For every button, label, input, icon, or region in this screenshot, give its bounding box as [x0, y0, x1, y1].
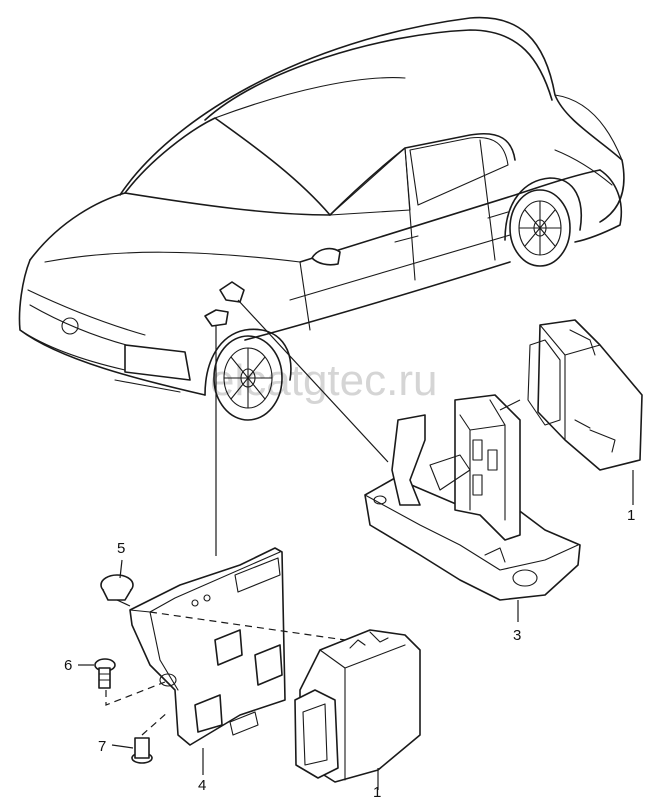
callout-3: 3 [513, 627, 521, 644]
callout-1-bottom: 1 [373, 784, 381, 800]
screw-part-6 [94, 658, 116, 689]
leader-5b [116, 599, 131, 607]
callout-1-top: 1 [627, 507, 635, 524]
clip-part-5 [100, 574, 134, 601]
callout-6: 6 [64, 657, 72, 674]
watermark: elcatgtec.ru [210, 356, 437, 405]
callout-4: 4 [198, 777, 206, 794]
callout-5: 5 [117, 540, 125, 557]
leader-bracket-to-module [499, 399, 521, 411]
alignment-line [149, 611, 381, 646]
control-module-top [527, 319, 643, 471]
vehicle-illustration [18, 16, 625, 421]
module-carrier [129, 547, 286, 746]
pin-axis [141, 711, 169, 736]
leader-car-to-bracket [237, 299, 389, 463]
leader-5 [119, 559, 123, 579]
mounting-bracket [364, 394, 581, 601]
callout-7: 7 [98, 738, 106, 755]
screw-axis [105, 681, 166, 706]
pin-part-7 [131, 737, 153, 764]
control-module-bottom [294, 629, 421, 783]
leader-7 [111, 744, 134, 749]
